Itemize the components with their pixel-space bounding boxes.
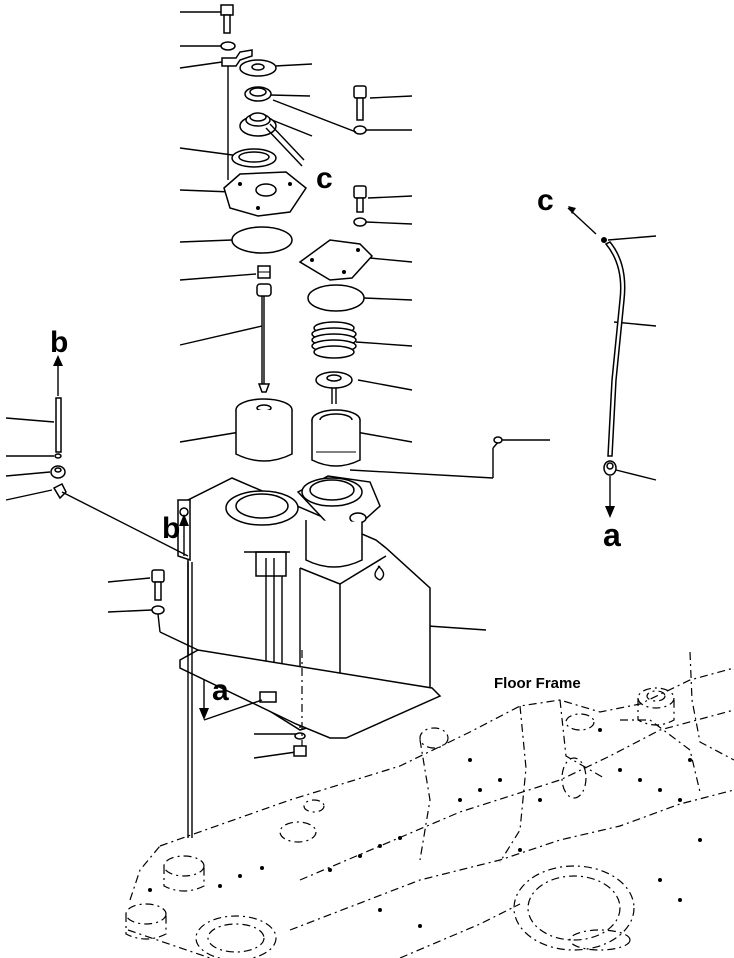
ref-label-b-tank: b [162,512,180,545]
leader-lines [5,11,657,759]
ref-label-b-left: b [50,326,68,359]
ref-label-a-right: a [603,517,621,553]
ref-label-a-tank: a [212,674,229,707]
top-cap-assembly [220,4,308,462]
frame-bosses [125,687,675,958]
frame-holes [148,728,702,928]
right-tube [567,206,626,518]
reference-labels: c c b b a a Floor Frame [50,162,621,707]
ref-label-c-right: c [537,184,554,217]
left-rod-parts [50,355,193,838]
right-filter-assembly [272,85,503,467]
floor-frame [125,651,734,958]
ref-label-c-top: c [316,162,333,195]
floor-frame-label: Floor Frame [494,675,581,692]
reference-arrows [179,514,263,721]
hydraulic-tank [151,475,442,757]
